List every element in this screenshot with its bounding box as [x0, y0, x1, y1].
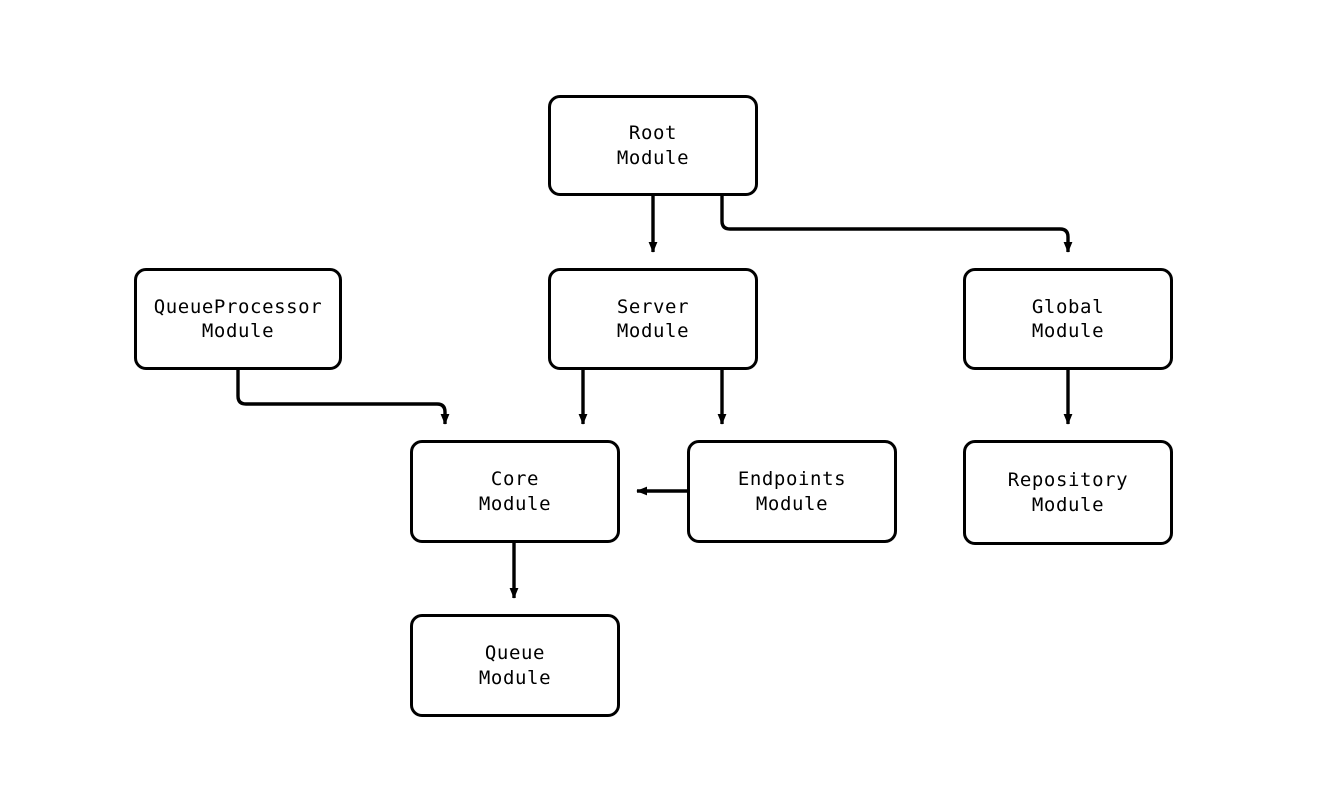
node-server-module[interactable]: Server Module: [548, 268, 758, 370]
edge-root-to-global: [720, 196, 1073, 253]
node-server-module-line2: Module: [616, 320, 690, 342]
node-queueprocessor-module[interactable]: QueueProcessor Module: [134, 268, 342, 370]
node-server-module-line1: Server: [616, 295, 690, 318]
node-queue-module-line1: Queue: [484, 642, 546, 665]
node-queue-module[interactable]: Queue Module: [410, 614, 620, 717]
node-root-module-line2: Module: [616, 146, 690, 169]
node-endpoints-module[interactable]: Endpoints Module: [687, 440, 897, 543]
node-global-module[interactable]: Global Module: [963, 268, 1173, 370]
node-core-module-line2: Module: [478, 492, 552, 515]
edge-queueprocessor-to-core: [236, 370, 450, 425]
node-global-module-line1: Global: [1031, 295, 1105, 318]
node-repository-module-line2: Module: [1031, 493, 1105, 516]
node-repository-module-line1: Repository: [1007, 469, 1129, 492]
node-endpoints-module-line2: Module: [755, 492, 829, 515]
node-repository-module[interactable]: Repository Module: [963, 440, 1173, 545]
node-core-module[interactable]: Core Module: [410, 440, 620, 543]
node-root-module-line1: Root: [628, 122, 678, 145]
node-global-module-line2: Module: [1031, 320, 1105, 342]
node-queueprocessor-module-line1: QueueProcessor: [153, 295, 323, 318]
node-endpoints-module-line1: Endpoints: [737, 468, 847, 491]
node-queueprocessor-module-line2: Module: [201, 320, 275, 342]
node-core-module-line1: Core: [490, 468, 540, 491]
node-queue-module-line2: Module: [478, 666, 552, 689]
node-root-module[interactable]: Root Module: [548, 95, 758, 196]
